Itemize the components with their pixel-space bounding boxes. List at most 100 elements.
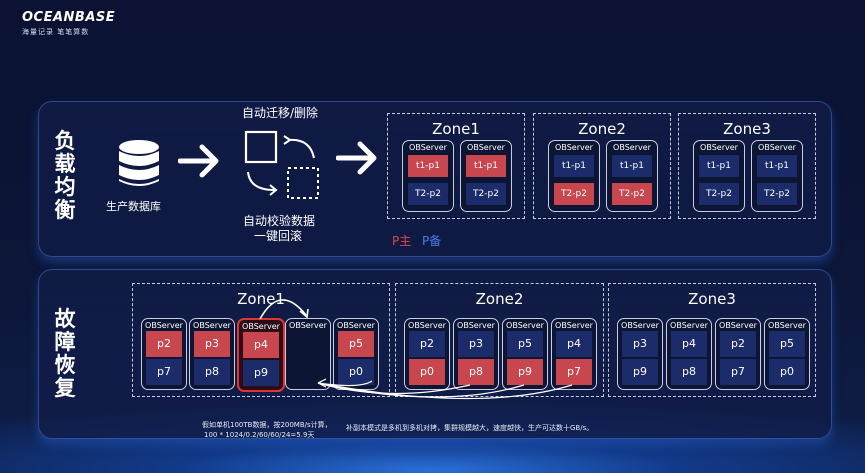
partition-cell: T2-p2 <box>466 183 506 205</box>
partition-cell: t1-p1 <box>612 155 652 177</box>
observer-title: OBServer <box>768 321 806 330</box>
partition-cell: t1-p1 <box>408 155 448 177</box>
zone-name: Zone2 <box>475 290 524 308</box>
partition-cell: T2-p2 <box>757 183 797 205</box>
partition-cell: p0 <box>338 359 374 385</box>
partition-cell: T2-p2 <box>554 183 594 205</box>
calc-note-line2: 100 * 1024/0.2/60/60/24=5.9天 <box>204 431 315 439</box>
brand-tagline: 海量记录 笔笔算数 <box>22 28 90 36</box>
calc-note-line1: 假如单机100TB数据，按200MB/s计算， <box>202 421 332 429</box>
recovery-arrows <box>259 299 573 400</box>
rollback-label: 一键回滚 <box>254 229 303 243</box>
zone-name: Zone2 <box>578 120 626 138</box>
zone-name: Zone3 <box>688 290 736 308</box>
partition-cell: T2-p2 <box>408 183 448 205</box>
legend-primary: P主 <box>392 234 412 248</box>
db-label: 生产数据库 <box>106 200 161 213</box>
observer-title: OBServer <box>337 321 375 330</box>
observer-box: OBServer <box>285 318 331 390</box>
brand-logo: OCEANBASE <box>22 10 116 25</box>
partition-cell: p3 <box>622 331 658 357</box>
partition-cell: p0 <box>769 359 805 385</box>
observer-title: OBServer <box>289 321 327 330</box>
observer-title: OBServer <box>555 321 593 330</box>
partition-cell: p3 <box>194 331 230 357</box>
partition-cell: t1-p1 <box>757 155 797 177</box>
partition-cell: p2 <box>720 331 756 357</box>
replica-note: 补副本模式是多机到多机对拷，集群规模越大，速度越快，生产可达数十GB/s。 <box>346 424 594 432</box>
observer-title: OBServer <box>457 321 495 330</box>
partition-cell: p5 <box>769 331 805 357</box>
observer-title: OBServer <box>613 143 651 152</box>
partition-cell: p7 <box>556 359 592 385</box>
partition-cell: p4 <box>671 331 707 357</box>
failure-recovery-title: 故障恢复 <box>54 307 76 400</box>
migrate-icon <box>244 130 319 199</box>
observer-title: OBServer <box>621 321 659 330</box>
partition-cell: p9 <box>507 359 543 385</box>
zone-name: Zone3 <box>723 120 771 138</box>
verify-label: 自动校验数据 <box>243 214 316 228</box>
partition-cell: p8 <box>194 359 230 385</box>
observer-title: OBServer <box>145 321 183 330</box>
partition-cell: p9 <box>622 359 658 385</box>
partition-cell: p0 <box>409 359 445 385</box>
observer-title: OBServer <box>670 321 708 330</box>
partition-cell: p9 <box>243 360 279 386</box>
observer-title: OBServer <box>758 143 796 152</box>
partition-cell: p2 <box>409 331 445 357</box>
partition-cell: p4 <box>243 332 279 358</box>
observer-title: OBServer <box>242 322 280 331</box>
migrate-label: 自动迁移/删除 <box>242 106 319 120</box>
observer-title: OBServer <box>700 143 738 152</box>
database-icon <box>119 140 159 186</box>
partition-cell: p4 <box>556 331 592 357</box>
zone-name: Zone1 <box>432 120 480 138</box>
partition-cell: p5 <box>338 331 374 357</box>
partition-cell: p3 <box>458 331 494 357</box>
partition-cell: t1-p1 <box>699 155 739 177</box>
observer-title: OBServer <box>409 143 447 152</box>
load-balance-title: 负载均衡 <box>54 129 76 222</box>
partition-cell: p8 <box>458 359 494 385</box>
partition-cell: T2-p2 <box>699 183 739 205</box>
partition-cell: p7 <box>720 359 756 385</box>
arrow-right-icon <box>178 144 219 178</box>
calc-note: 假如单机100TB数据，按200MB/s计算， 100 * 1024/0.2/6… <box>202 420 332 440</box>
observer-title: OBServer <box>193 321 231 330</box>
observer-title: OBServer <box>555 143 593 152</box>
partition-cell: p2 <box>146 331 182 357</box>
arrow-right-icon <box>336 141 377 175</box>
observer-title: OBServer <box>506 321 544 330</box>
partition-cell: t1-p1 <box>554 155 594 177</box>
partition-cell: p7 <box>146 359 182 385</box>
observer-title: OBServer <box>467 143 505 152</box>
observer-title: OBServer <box>719 321 757 330</box>
partition-cell: T2-p2 <box>612 183 652 205</box>
observer-title: OBServer <box>408 321 446 330</box>
